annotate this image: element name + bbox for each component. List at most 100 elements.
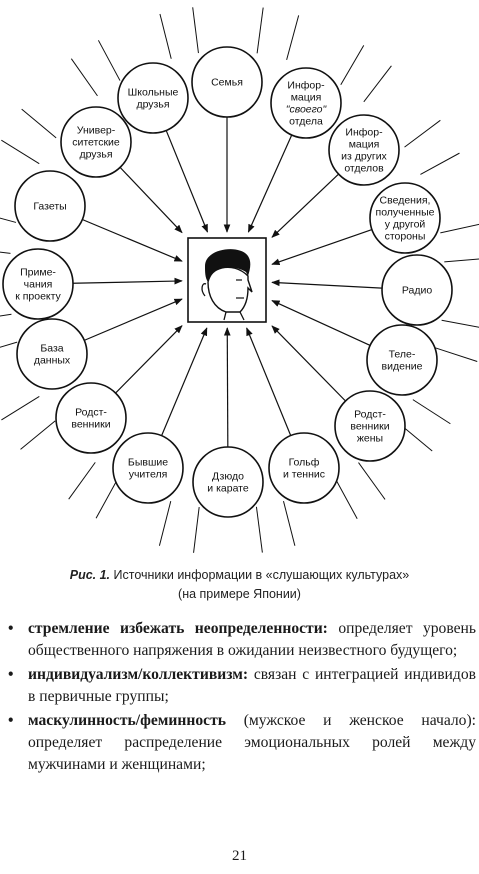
node-circle	[270, 67, 342, 139]
node-circle	[112, 432, 184, 504]
decorative-ray	[286, 15, 300, 60]
decorative-ray	[441, 319, 479, 328]
decorative-ray	[1, 395, 40, 421]
bullet-list: •стремление избежать неопределенности: о…	[6, 618, 476, 778]
node-circle	[366, 324, 438, 396]
node-circle	[334, 390, 406, 462]
arrow-svedeniya	[271, 228, 373, 266]
decorative-ray	[1, 139, 40, 165]
node-label: полученные	[376, 207, 435, 219]
decorative-ray	[255, 506, 263, 553]
node-label: Радио	[402, 285, 432, 297]
node-label: Сведения,	[380, 195, 431, 207]
node-label: Родст-	[75, 407, 107, 419]
node-label: видение	[382, 361, 423, 373]
node-circle	[55, 382, 127, 454]
node-televidenie: Теле-видение	[366, 324, 438, 396]
caption-line-2: (на примере Японии)	[178, 587, 301, 601]
node-label: венники	[350, 421, 389, 433]
node-circle	[14, 170, 86, 242]
decorative-ray	[21, 108, 57, 139]
node-circle	[2, 248, 74, 320]
decorative-ray	[0, 217, 17, 223]
bullet-item: •стремление избежать неопределенности: о…	[6, 618, 476, 662]
node-label: Инфор-	[287, 80, 325, 92]
bullet-term: маскулинность/феминность	[28, 712, 226, 729]
node-circle	[16, 318, 88, 390]
node-circle	[369, 182, 441, 254]
arrow-rodstvenniki	[115, 325, 183, 394]
node-semya: Семья	[191, 46, 263, 118]
arrow-baza	[84, 298, 183, 341]
bullet-text: связан с интеграцией индивидов в первичн…	[28, 666, 476, 705]
node-label: Инфор-	[345, 127, 383, 139]
bullet-term: индивидуализм/коллективизм:	[28, 666, 249, 683]
node-label: Теле-	[389, 349, 416, 361]
caption-line-1: Рис. 1. Источники информации в «слушающи…	[0, 566, 479, 585]
arrow-byvshie	[161, 327, 208, 436]
decorative-ray	[0, 341, 18, 348]
figure-caption: Рис. 1. Источники информации в «слушающи…	[0, 566, 479, 604]
decorative-ray	[435, 347, 478, 363]
decorative-ray	[0, 251, 11, 254]
decorative-ray	[340, 45, 365, 86]
decorative-ray	[192, 7, 199, 54]
decorative-ray	[95, 478, 119, 519]
decorative-ray	[358, 462, 386, 500]
node-circle	[191, 46, 263, 118]
bullet-text: определяет уровень общественного напряже…	[28, 620, 476, 659]
decorative-ray	[363, 65, 392, 103]
node-label: чания	[24, 279, 53, 291]
node-label: отделов	[344, 163, 384, 175]
decorative-ray	[70, 58, 98, 97]
node-label: отдела	[289, 116, 323, 128]
bullet-item: •маскулинность/феминность (мужское и жен…	[6, 710, 476, 776]
node-label: и теннис	[283, 469, 325, 481]
node-circle	[60, 106, 132, 178]
node-rodstvenniki: Родст-венники	[55, 382, 127, 454]
arrow-primechaniya	[72, 277, 183, 285]
node-label: мация	[349, 139, 380, 151]
decorative-ray	[158, 501, 172, 546]
node-circle	[268, 432, 340, 504]
node-label: из других	[341, 151, 387, 163]
decorative-ray	[444, 258, 479, 263]
node-info-svoego: Инфор-мация"своего"отдела	[270, 67, 342, 139]
node-label: учителя	[129, 469, 168, 481]
decorative-ray	[282, 500, 296, 546]
arrow-rodstv-zheny	[271, 325, 346, 402]
arrow-golf	[246, 327, 292, 436]
node-label: друзья	[79, 149, 112, 161]
bullet-item: •индивидуализм/коллективизм: связан с ин…	[6, 664, 476, 708]
decorative-ray	[440, 223, 479, 234]
arrow-shkolnye	[165, 130, 209, 233]
node-label: "своего"	[286, 104, 328, 116]
node-label: Газеты	[33, 201, 66, 213]
node-label: ситетские	[72, 137, 120, 149]
center-portrait-box	[187, 237, 267, 323]
node-label: Семья	[211, 77, 243, 89]
decorative-ray	[412, 399, 451, 425]
decorative-ray	[420, 152, 460, 175]
caption-label: Рис. 1.	[69, 568, 111, 582]
node-label: венники	[71, 419, 110, 431]
decorative-ray	[0, 313, 12, 317]
decorative-ray	[193, 506, 200, 553]
decorative-ray	[256, 7, 264, 54]
decorative-ray	[97, 40, 121, 81]
node-label: Родст-	[354, 409, 386, 421]
arrow-televidenie	[271, 300, 371, 346]
decorative-ray	[68, 462, 96, 500]
arrow-info-svoego	[247, 134, 293, 233]
page-number: 21	[232, 848, 247, 864]
node-radio: Радио	[381, 254, 453, 326]
arrow-gazety	[82, 218, 183, 262]
